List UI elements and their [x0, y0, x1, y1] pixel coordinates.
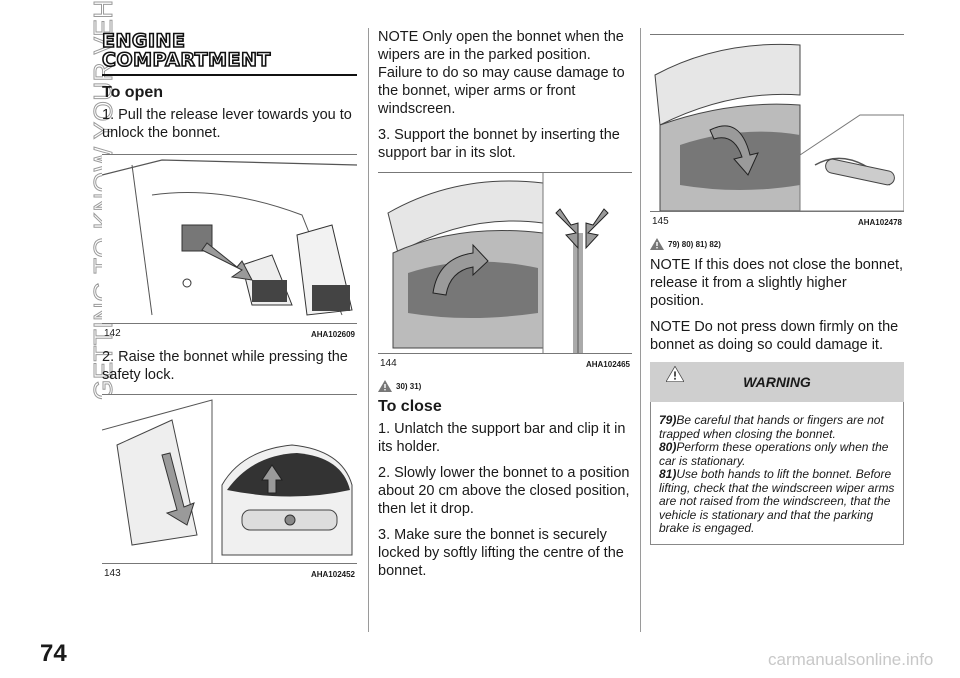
warning-triangle-icon: [378, 380, 392, 392]
step-1-text: 1. Pull the release lever towards you to…: [102, 107, 352, 141]
warning-body: 79)Be careful that hands or fingers are …: [650, 402, 904, 545]
step-2-text: 2. Raise the bonnet while pressing the s…: [102, 349, 348, 383]
figure-143: 143 AHA102452: [101, 394, 357, 579]
subheading-to-open: To open: [102, 84, 164, 101]
support-bar-illustration: [387, 173, 609, 353]
warning-box: WARNING 79)Be careful that hands or fing…: [650, 362, 904, 545]
watermark: carmanualsonline.info: [768, 650, 934, 669]
bonnet-raise-illustration: [101, 399, 353, 563]
warning-triangle-icon: [666, 366, 684, 382]
title-rule: [102, 74, 357, 76]
column-divider: [640, 28, 641, 632]
column-divider: [368, 28, 369, 632]
warning-item-81: 81)Use both hands to lift the bonnet. Be…: [659, 467, 895, 535]
column-3: 145 AHA102478 79) 80) 81) 82) NOTE If th…: [650, 28, 905, 545]
warning-references: 30) 31): [378, 380, 632, 392]
note-higher-position: NOTE If this does not close the bonnet, …: [650, 257, 904, 309]
page-title: ENGINE COMPARTMENT: [101, 30, 271, 71]
note-do-not-press: NOTE Do not press down firmly on the bon…: [650, 319, 899, 353]
warning-header: WARNING: [650, 362, 904, 402]
column-2: NOTE Only open the bonnet when the wiper…: [378, 28, 632, 588]
figure-144: 144 AHA102465: [378, 172, 632, 369]
figure-142: 142 AHA102609: [101, 154, 358, 339]
release-lever-illustration: [101, 159, 358, 316]
step-3-text: 3. Support the bonnet by inserting the s…: [378, 127, 620, 161]
warning-item-79: 79)Be careful that hands or fingers are …: [659, 413, 884, 441]
subheading-to-close: To close: [378, 398, 442, 415]
page-number: 74: [40, 640, 67, 667]
side-section-title: GETTING TO KNOW YOUR VEHICLE: [88, 0, 119, 401]
warning-references: 79) 80) 81) 82): [650, 238, 904, 250]
close-step-3: 3. Make sure the bonnet is securely lock…: [378, 527, 624, 579]
warning-item-80: 80)Perform these operations only when th…: [659, 440, 889, 468]
warning-triangle-icon: [650, 238, 664, 250]
close-step-1: 1. Unlatch the support bar and clip it i…: [378, 421, 626, 455]
note-wipers: NOTE Only open the bonnet when the wiper…: [378, 29, 625, 117]
figure-145: 145 AHA102478: [650, 34, 905, 227]
close-step-2: 2. Slowly lower the bonnet to a position…: [378, 465, 630, 517]
bar-holder-illustration: [654, 43, 905, 212]
column-1: ENGINE COMPARTMENT To open 1. Pull the r…: [101, 28, 358, 579]
